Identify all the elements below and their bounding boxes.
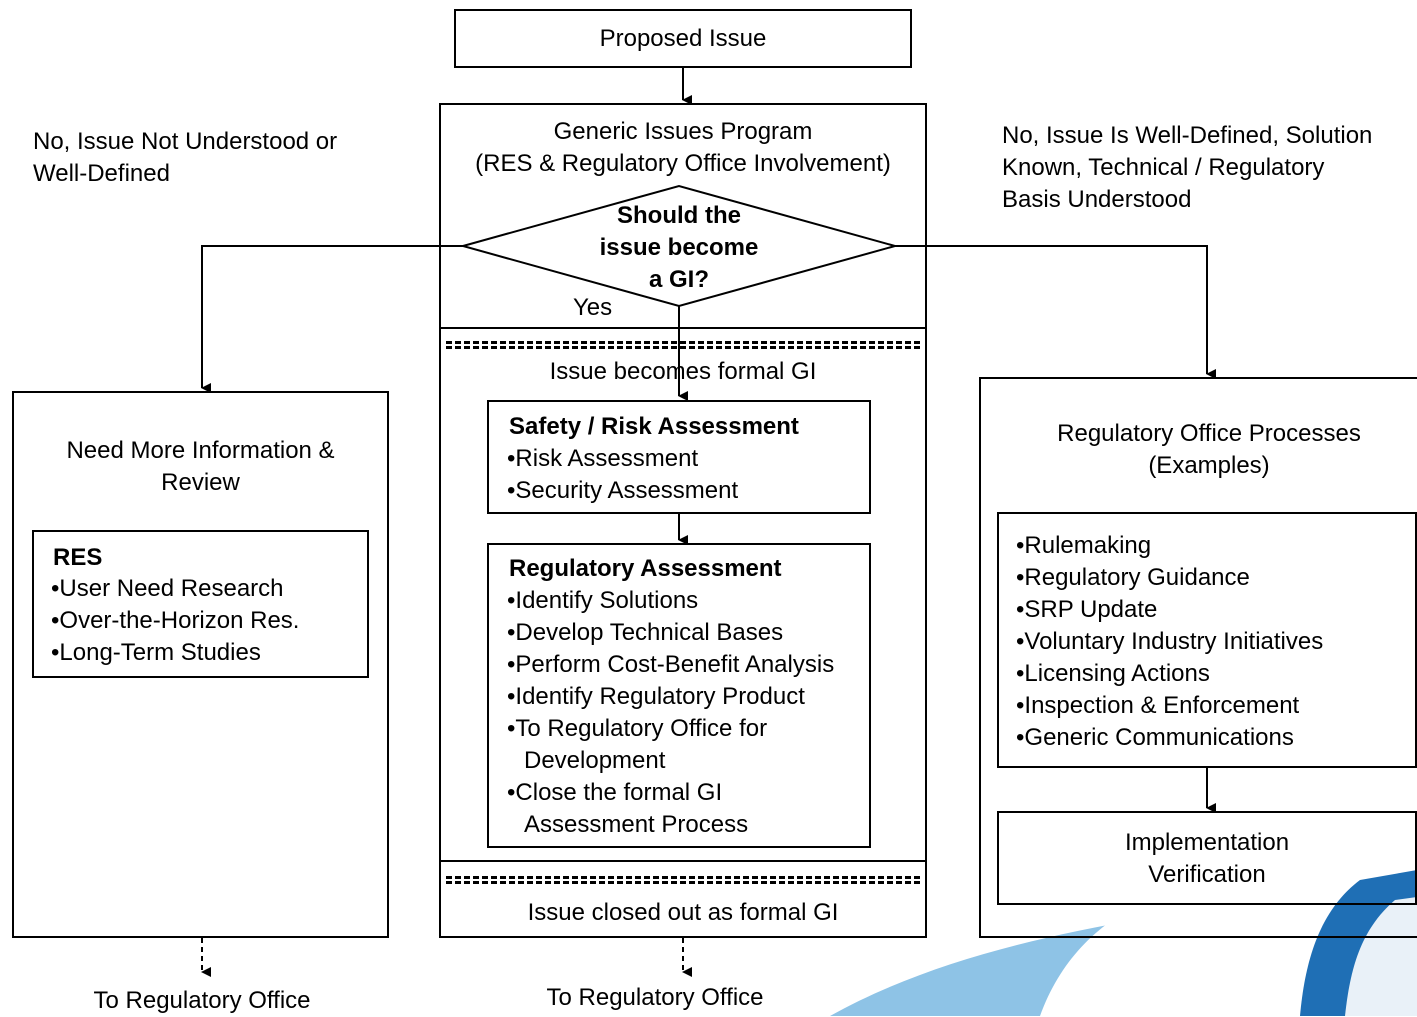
decision-text-line2: issue become	[599, 234, 759, 261]
res-item: •User Need Research	[51, 575, 284, 602]
need-more-information-box	[12, 391, 389, 938]
proposed-issue-label: Proposed Issue	[599, 25, 767, 52]
process-item: •Generic Communications	[1016, 724, 1294, 751]
process-item: •Inspection & Enforcement	[1016, 692, 1300, 719]
divider-top	[439, 327, 927, 329]
right-branch-label-line1: No, Issue Is Well-Defined, Solution	[1002, 122, 1373, 149]
safety-item: •Risk Assessment	[507, 445, 699, 472]
dashed-separator-top	[446, 341, 920, 349]
process-examples-box	[997, 512, 1417, 768]
safety-item: •Security Assessment	[507, 477, 739, 504]
regulatory-office-processes-box	[979, 377, 1417, 938]
regulatory-heading: Regulatory Assessment	[509, 555, 782, 582]
res-heading: RES	[53, 544, 103, 571]
to-regulatory-office-left: To Regulatory Office	[93, 987, 311, 1014]
regulatory-item: •Identify Regulatory Product	[507, 683, 805, 710]
right-box-title-line1: Regulatory Office Processes	[1057, 420, 1361, 447]
decision-text-line1: Should the	[617, 202, 741, 229]
program-title-line2: (RES & Regulatory Office Involvement)	[475, 150, 891, 177]
left-box-title-line2: Review	[161, 469, 240, 496]
safety-risk-assessment-box	[487, 400, 871, 514]
right-box-title-line2: (Examples)	[1148, 452, 1270, 479]
right-branch-label-line3: Basis Understood	[1002, 186, 1192, 213]
to-regulatory-office-center: To Regulatory Office	[546, 984, 764, 1011]
process-item: •Rulemaking	[1016, 532, 1152, 559]
left-branch-label-line2: Well-Defined	[33, 160, 170, 187]
regulatory-item: Development	[524, 747, 666, 774]
closed-out-label: Issue closed out as formal GI	[527, 899, 839, 926]
left-branch-label-line1: No, Issue Not Understood or	[33, 128, 338, 155]
dashed-separator-bottom	[446, 876, 920, 884]
divider-bottom	[439, 860, 927, 862]
process-item: •Licensing Actions	[1016, 660, 1210, 687]
proposed-issue-box	[454, 9, 912, 68]
res-item: •Long-Term Studies	[51, 639, 261, 666]
res-box	[32, 530, 369, 678]
regulatory-item: •Identify Solutions	[507, 587, 699, 614]
regulatory-item: •Close the formal GI	[507, 779, 723, 806]
becomes-formal-gi-label: Issue becomes formal GI	[549, 358, 817, 385]
regulatory-item: •Develop Technical Bases	[507, 619, 784, 646]
process-item: •Voluntary Industry Initiatives	[1016, 628, 1324, 655]
regulatory-item: •Perform Cost-Benefit Analysis	[507, 651, 835, 678]
generic-issues-program-box	[439, 103, 927, 938]
decision-text-line3: a GI?	[648, 266, 709, 293]
implementation-label-line2: Verification	[1148, 861, 1266, 888]
safety-heading: Safety / Risk Assessment	[509, 413, 799, 440]
program-title-line1: Generic Issues Program	[553, 118, 813, 145]
decision-yes-label: Yes	[573, 294, 613, 321]
regulatory-item: •To Regulatory Office for	[507, 715, 768, 742]
implementation-label-line1: Implementation	[1124, 829, 1290, 856]
right-branch-label-line2: Known, Technical / Regulatory	[1002, 154, 1325, 181]
process-item: •Regulatory Guidance	[1016, 564, 1250, 591]
implementation-verification-box	[997, 811, 1417, 905]
left-box-title-line1: Need More Information &	[66, 437, 335, 464]
regulatory-item: Assessment Process	[524, 811, 749, 838]
res-item: •Over-the-Horizon Res.	[51, 607, 300, 634]
process-item: •SRP Update	[1016, 596, 1158, 623]
regulatory-assessment-box	[487, 543, 871, 848]
